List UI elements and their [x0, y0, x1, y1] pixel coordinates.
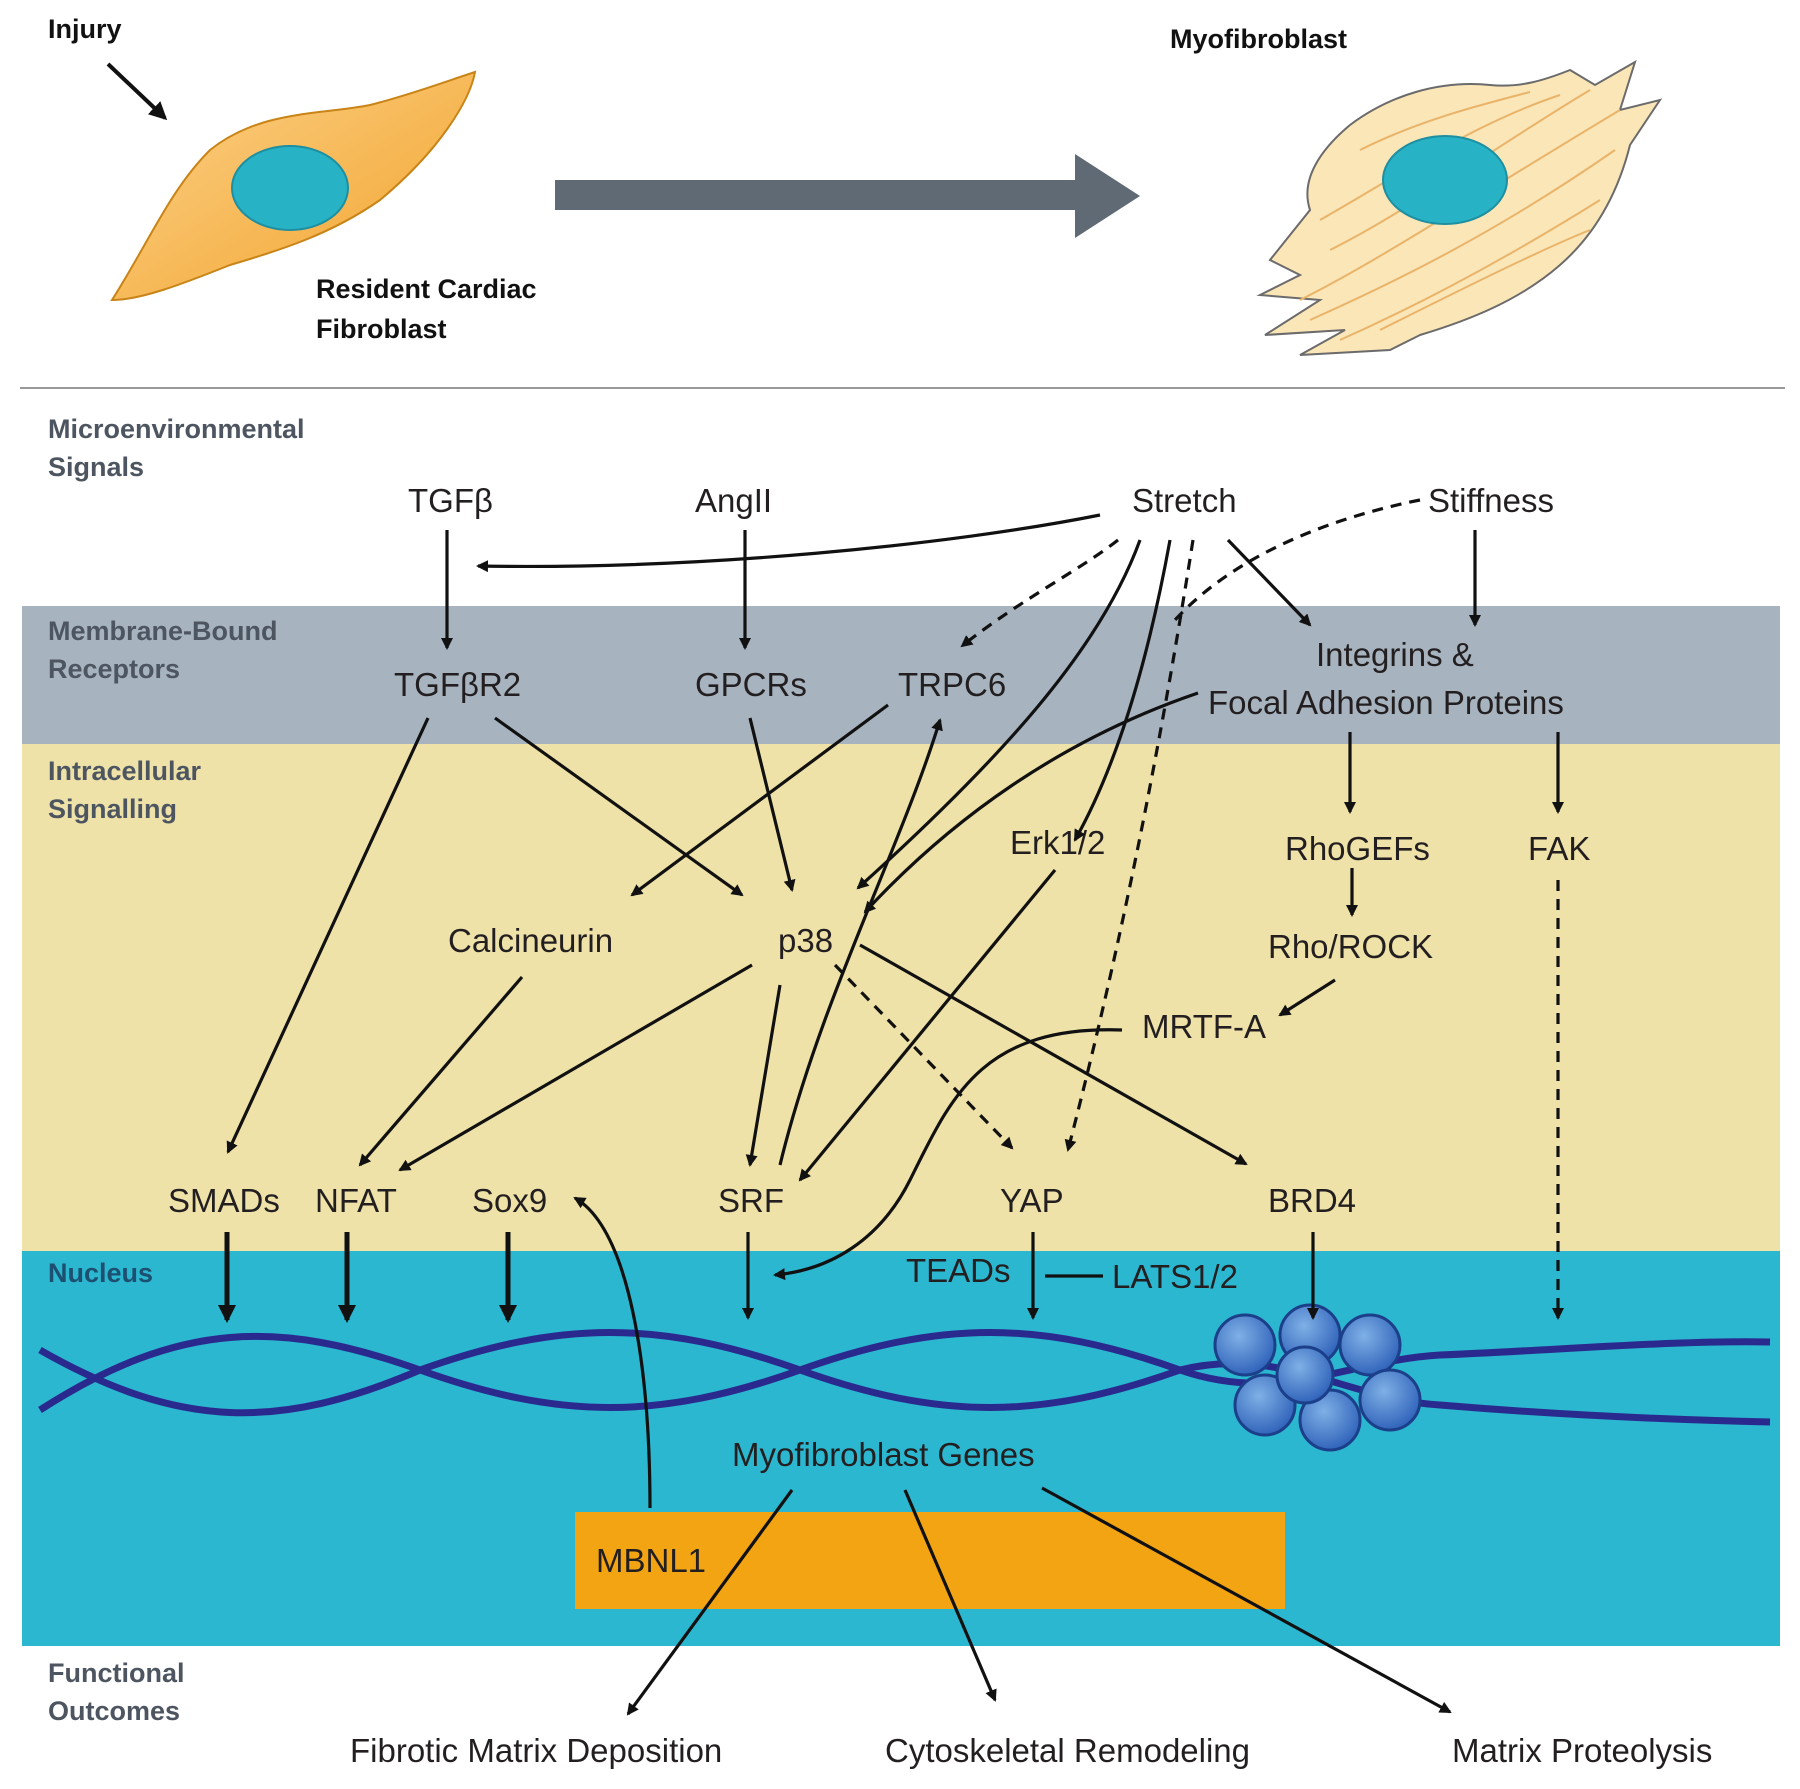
arrow-mrtfa-srf	[773, 1028, 1123, 1281]
line-stiffness-stretch	[1173, 498, 1421, 622]
node-p38: p38	[778, 922, 833, 959]
node-erk: Erk1/2	[1010, 824, 1105, 861]
arrow-tgfbr2-p38	[494, 716, 744, 897]
pathway-arrows	[226, 498, 1564, 1509]
node-trpc6: TRPC6	[898, 666, 1006, 703]
arrow-erk-srf	[798, 868, 1057, 1182]
node-integrins-1: Integrins &	[1316, 636, 1474, 673]
arrow-stretch-integrins	[1226, 538, 1312, 627]
node-angii: AngII	[695, 482, 772, 519]
node-sox9: Sox9	[472, 1182, 547, 1219]
arrow-stretch-tgfb	[476, 513, 1101, 573]
top-panel: Injury Resident Cardiac Fibroblast Myofi…	[48, 14, 1663, 356]
myofibroblast-cell	[1256, 59, 1663, 356]
arrow-tgfbr2-smads	[226, 717, 430, 1154]
node-fak: FAK	[1528, 830, 1590, 867]
arrow-srf-trpc6	[778, 718, 943, 1166]
arrow-stretch-trpc6	[960, 538, 1119, 648]
arrow-stretch-p38	[856, 539, 1142, 890]
arrow-genes-cytoskeletal	[903, 1489, 997, 1702]
arrow-p38-yap	[833, 963, 1014, 1150]
target-arrows	[626, 1232, 1452, 1716]
node-tgfb: TGFβ	[408, 482, 493, 519]
myofibroblast-nucleus	[1382, 135, 1508, 225]
nuclear-entry-arrows	[218, 1232, 517, 1323]
arrow-p38-nfat	[398, 963, 753, 1172]
arrow-mbnl1-sox9	[573, 1196, 652, 1509]
node-yap: YAP	[1000, 1182, 1064, 1219]
arrow-rhorock-mrtfa	[1278, 978, 1336, 1017]
node-stiffness: Stiffness	[1428, 482, 1554, 519]
arrow-p38-srf	[745, 984, 782, 1167]
arrow-genes-deposition	[626, 1489, 794, 1716]
mbnl1-box	[575, 1512, 1285, 1609]
arrow-stretch-yap	[1064, 539, 1195, 1152]
intracellular-band	[22, 744, 1780, 1251]
node-nfat: NFAT	[315, 1182, 397, 1219]
outcome-cytoskeletal-remodeling: Cytoskeletal Remodeling	[885, 1732, 1250, 1769]
node-integrins-2: Focal Adhesion Proteins	[1208, 684, 1564, 721]
injury-arrow	[106, 62, 168, 121]
arrow-genes-proteolysis	[1041, 1486, 1452, 1714]
myofibroblast-label: Myofibroblast	[1170, 24, 1347, 54]
micro-header-2: Signals	[48, 452, 144, 482]
node-lats: LATS1/2	[1112, 1258, 1238, 1295]
arrow-integrins-p38	[863, 691, 1199, 914]
node-tgfbr2: TGFβR2	[394, 666, 521, 703]
arrow-p38-brd4	[859, 943, 1248, 1166]
injury-label: Injury	[48, 14, 122, 44]
arrow-stretch-erk	[1073, 539, 1172, 842]
membrane-band	[22, 606, 1780, 744]
node-smads: SMADs	[168, 1182, 280, 1219]
membrane-header-2: Receptors	[48, 654, 180, 684]
node-rhorock: Rho/ROCK	[1268, 928, 1433, 965]
dna-strands	[38, 1329, 1771, 1426]
arrow-gpcrs-p38	[748, 717, 796, 892]
outcomes-header-1: Functional	[48, 1658, 185, 1688]
membrane-header-1: Membrane-Bound	[48, 616, 278, 646]
chromatin-nucleosomes	[1213, 1303, 1422, 1452]
outcome-matrix-deposition: Fibrotic Matrix Deposition	[350, 1732, 722, 1769]
node-mbnl1: MBNL1	[596, 1542, 706, 1579]
arrow-trpc6-calcineurin	[630, 703, 889, 897]
fibroblast-nucleus	[231, 145, 349, 231]
node-myofibroblast-genes: Myofibroblast Genes	[732, 1436, 1035, 1473]
node-teads: TEADs	[906, 1252, 1011, 1289]
node-srf: SRF	[718, 1182, 784, 1219]
intracellular-header-2: Signalling	[48, 794, 177, 824]
micro-header-1: Microenvironmental	[48, 414, 305, 444]
node-rhogefs: RhoGEFs	[1285, 830, 1430, 867]
differentiation-arrow	[555, 154, 1140, 238]
node-gpcrs: GPCRs	[695, 666, 807, 703]
node-calcineurin: Calcineurin	[448, 922, 613, 959]
outcome-matrix-proteolysis: Matrix Proteolysis	[1452, 1732, 1712, 1769]
resident-fibroblast-label-2: Fibroblast	[316, 314, 447, 344]
resident-fibroblast-label-1: Resident Cardiac	[316, 274, 537, 304]
outcomes-header-2: Outcomes	[48, 1696, 180, 1726]
arrow-calcineurin-nfat	[358, 975, 524, 1167]
node-mrtfa: MRTF-A	[1142, 1008, 1266, 1045]
node-brd4: BRD4	[1268, 1182, 1356, 1219]
node-stretch: Stretch	[1132, 482, 1237, 519]
nucleus-header: Nucleus	[48, 1258, 153, 1288]
intracellular-header-1: Intracellular	[48, 756, 202, 786]
